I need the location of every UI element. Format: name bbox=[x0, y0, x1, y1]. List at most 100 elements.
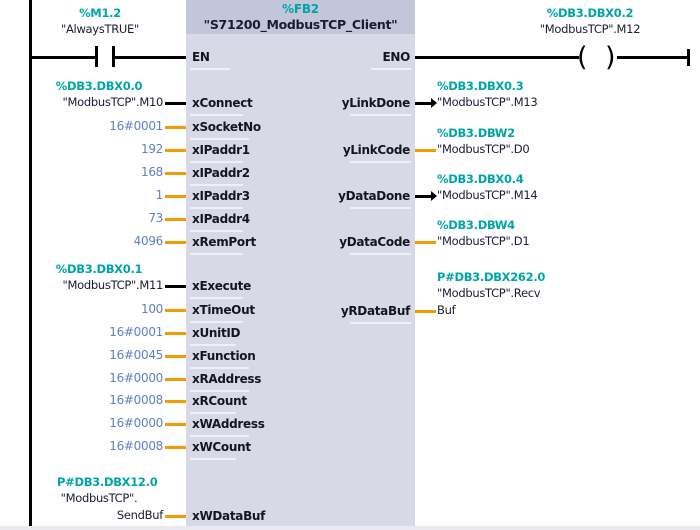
value-xIPaddr3[interactable]: 1 bbox=[155, 188, 164, 202]
rung-wire-left bbox=[29, 56, 96, 59]
address-yRDataBuf: P#DB3.DBX262.0 bbox=[437, 270, 546, 284]
pin-xIPaddr2-underline bbox=[190, 184, 243, 186]
pin-yDataCode-underline bbox=[349, 253, 411, 255]
arrowhead-yLinkDone bbox=[431, 98, 437, 108]
wire-xConnect bbox=[165, 102, 186, 105]
wire-yRDataBuf bbox=[415, 310, 436, 313]
pin-xRAddress[interactable]: xRAddress bbox=[192, 372, 262, 386]
pin-xWCount[interactable]: xWCount bbox=[192, 440, 251, 454]
coil-paren-left[interactable]: ( bbox=[577, 42, 588, 73]
wire-xRemPort bbox=[165, 241, 186, 244]
pin-xWCount-underline bbox=[190, 458, 237, 460]
pin-eno[interactable]: ENO bbox=[382, 50, 410, 64]
address-yDataDone: %DB3.DBX0.4 bbox=[437, 172, 524, 186]
pin-xSocketNo[interactable]: xSocketNo bbox=[192, 120, 261, 134]
coil-symbol: "ModbusTCP".M12 bbox=[539, 22, 641, 36]
pin-xIPaddr1[interactable]: xIPaddr1 bbox=[192, 143, 250, 157]
function-block-header: %FB2 "S71200_ModbusTCP_Client" bbox=[186, 0, 415, 34]
pin-xIPaddr3-underline bbox=[190, 207, 243, 209]
pin-xIPaddr3[interactable]: xIPaddr3 bbox=[192, 189, 250, 203]
power-rail bbox=[29, 0, 32, 527]
pin-yRDataBuf-underline bbox=[349, 322, 411, 324]
wire-xUnitID bbox=[165, 332, 186, 335]
pin-xConnect-underline bbox=[190, 114, 243, 116]
function-block-name: "S71200_ModbusTCP_Client" bbox=[203, 17, 398, 32]
value-xFunction[interactable]: 16#0045 bbox=[109, 348, 163, 362]
pin-yLinkCode[interactable]: yLinkCode bbox=[342, 143, 410, 157]
symbol-yRDataBuf: "ModbusTCP".Recv bbox=[437, 286, 541, 300]
rung-wire-to-en bbox=[112, 56, 188, 59]
value-xRCount[interactable]: 16#0008 bbox=[109, 393, 163, 407]
pin-xWDataBuf[interactable]: xWDataBuf bbox=[192, 509, 266, 523]
pin-xFunction[interactable]: xFunction bbox=[192, 349, 256, 363]
wire-xWAddress bbox=[165, 423, 186, 426]
symbol-xWDataBuf: "ModbusTCP". bbox=[60, 491, 138, 505]
pin-eno-underline bbox=[371, 68, 411, 70]
symbol-yLinkCode: "ModbusTCP".D0 bbox=[437, 142, 530, 156]
wire-yLinkCode bbox=[415, 149, 436, 152]
value-xRAddress[interactable]: 16#0000 bbox=[109, 371, 163, 385]
pin-en-underline bbox=[190, 68, 230, 70]
address-xExecute: %DB3.DBX0.1 bbox=[55, 262, 143, 276]
pin-xIPaddr2[interactable]: xIPaddr2 bbox=[192, 166, 250, 180]
wire-xWCount bbox=[165, 446, 186, 449]
symbol-yDataCode: "ModbusTCP".D1 bbox=[437, 234, 530, 248]
value-xUnitID[interactable]: 16#0001 bbox=[109, 325, 163, 339]
value-xIPaddr1[interactable]: 192 bbox=[140, 142, 163, 156]
pin-xRemPort-underline bbox=[190, 253, 243, 255]
pin-xRCount[interactable]: xRCount bbox=[192, 394, 247, 408]
symbol-xConnect: "ModbusTCP".M10 bbox=[62, 95, 164, 109]
value-xIPaddr4[interactable]: 73 bbox=[148, 211, 163, 225]
value-xSocketNo[interactable]: 16#0001 bbox=[109, 119, 163, 133]
pin-yLinkCode-underline bbox=[349, 161, 411, 163]
wire-yDataDone bbox=[415, 195, 431, 198]
coil-paren-right[interactable]: ) bbox=[605, 42, 616, 73]
pin-yDataCode[interactable]: yDataCode bbox=[339, 235, 410, 249]
pin-xIPaddr1-underline bbox=[190, 161, 243, 163]
pin-yRDataBuf[interactable]: yRDataBuf bbox=[340, 304, 410, 318]
pin-yDataDone-underline bbox=[349, 207, 411, 209]
wire-xFunction bbox=[165, 355, 186, 358]
symbol-yDataDone: "ModbusTCP".M14 bbox=[437, 188, 538, 202]
address-xConnect: %DB3.DBX0.0 bbox=[55, 79, 143, 93]
wire-xSocketNo bbox=[165, 126, 186, 129]
address-xWDataBuf: P#DB3.DBX12.0 bbox=[57, 475, 158, 489]
function-block-body[interactable] bbox=[186, 0, 415, 527]
rung-wire-from-eno bbox=[414, 56, 579, 59]
pin-xExecute-underline bbox=[190, 297, 243, 299]
pin-xWAddress[interactable]: xWAddress bbox=[192, 417, 265, 431]
pin-xConnect[interactable]: xConnect bbox=[192, 96, 253, 110]
pin-xIPaddr4-underline bbox=[190, 230, 243, 232]
pin-en[interactable]: EN bbox=[192, 50, 210, 64]
pin-xRemPort[interactable]: xRemPort bbox=[192, 235, 256, 249]
contact-address: %M1.2 bbox=[79, 6, 121, 20]
pin-xRAddress-underline bbox=[190, 390, 250, 392]
pin-yDataDone[interactable]: yDataDone bbox=[338, 189, 410, 203]
value-xWCount[interactable]: 16#0008 bbox=[109, 439, 163, 453]
pin-yLinkDone[interactable]: yLinkDone bbox=[341, 96, 411, 110]
symbol-yLinkDone: "ModbusTCP".M13 bbox=[437, 95, 538, 109]
pin-xTimeOut-underline bbox=[190, 321, 243, 323]
contact-symbol: "AlwaysTRUE" bbox=[61, 22, 139, 36]
rung-wire-coil-tail bbox=[617, 56, 689, 59]
pin-xSocketNo-underline bbox=[190, 138, 250, 140]
pin-xIPaddr4[interactable]: xIPaddr4 bbox=[192, 212, 250, 226]
wire-xRAddress bbox=[165, 378, 186, 381]
pin-xRCount-underline bbox=[190, 412, 237, 414]
wire-yDataCode bbox=[415, 241, 436, 244]
value-xTimeOut[interactable]: 100 bbox=[140, 302, 163, 316]
value-xRemPort[interactable]: 4096 bbox=[133, 234, 164, 248]
value-xIPaddr2[interactable]: 168 bbox=[140, 165, 163, 179]
contact-bar-left[interactable] bbox=[95, 46, 98, 67]
address-yDataCode: %DB3.DBW4 bbox=[437, 218, 515, 232]
pin-xTimeOut[interactable]: xTimeOut bbox=[192, 303, 255, 317]
function-block-number: %FB2 bbox=[282, 2, 319, 16]
arrowhead-yDataDone bbox=[431, 191, 437, 201]
pin-xExecute[interactable]: xExecute bbox=[192, 279, 251, 293]
coil-address: %DB3.DBX0.2 bbox=[546, 6, 634, 20]
symbol2-yRDataBuf: Buf bbox=[437, 303, 456, 317]
pin-xUnitID[interactable]: xUnitID bbox=[192, 326, 241, 340]
pin-xFunction-underline bbox=[190, 367, 250, 369]
wire-xIPaddr1 bbox=[165, 149, 186, 152]
value-xWAddress[interactable]: 16#0000 bbox=[109, 416, 163, 430]
